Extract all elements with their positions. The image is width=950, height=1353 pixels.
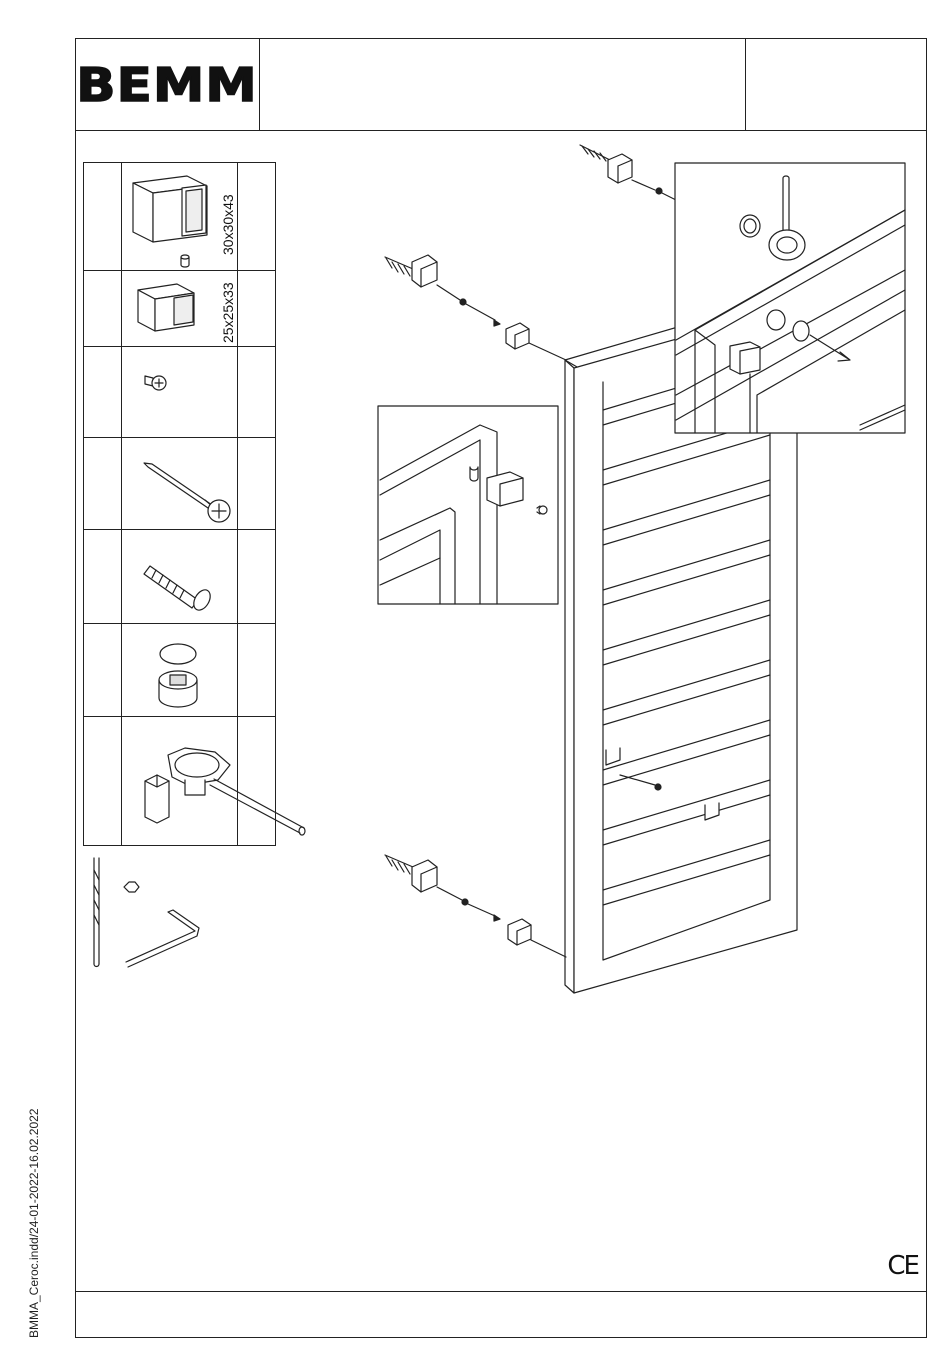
wall-bracket-top-right — [580, 145, 676, 200]
hex-nut-icon — [124, 882, 139, 892]
detail-box-left — [378, 406, 558, 604]
detail-box-right — [675, 163, 905, 433]
long-screw-icon — [144, 463, 230, 522]
square-sleeve-small-icon — [138, 284, 194, 331]
wall-bracket-top — [385, 255, 566, 360]
bleed-valve-icon — [145, 748, 305, 835]
square-sleeve-large-icon — [133, 176, 207, 267]
phillips-screw-icon — [145, 376, 166, 390]
valve-cap-icon — [159, 644, 197, 707]
drill-bit-icon — [94, 858, 99, 967]
wall-bracket-bottom — [385, 855, 566, 957]
allen-key-icon — [126, 910, 199, 967]
wall-plug-icon — [144, 566, 214, 613]
